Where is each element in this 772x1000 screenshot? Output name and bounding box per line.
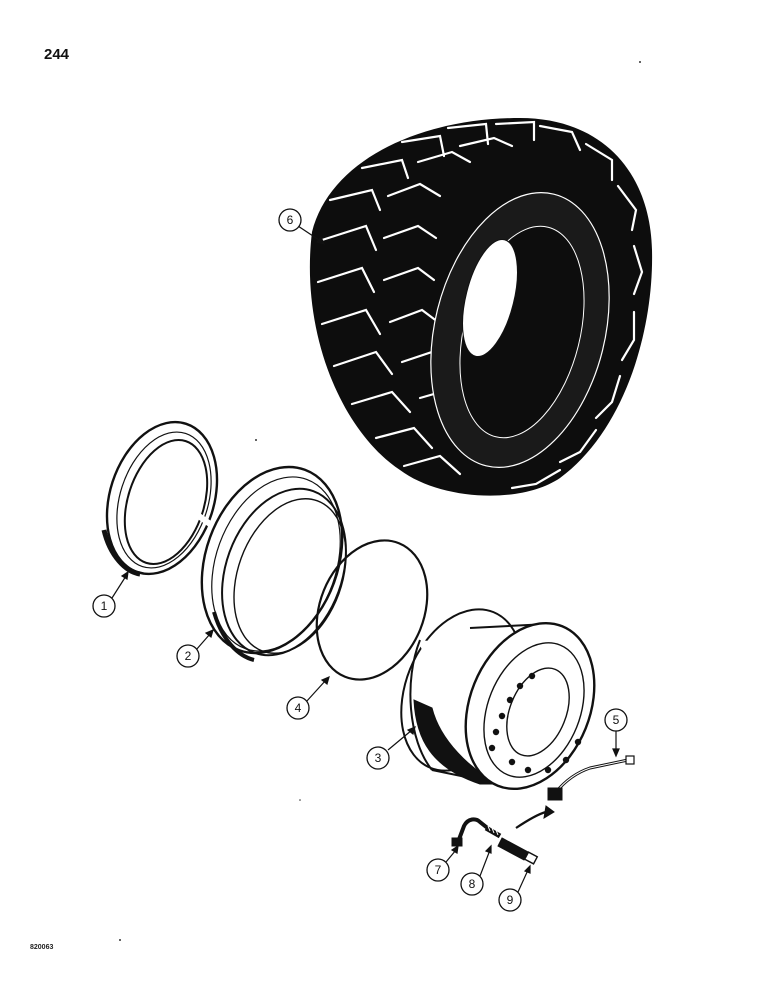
callout-label: 5 <box>613 713 620 727</box>
side-ring-illustration <box>200 465 347 662</box>
callout-2: 2 <box>176 644 200 668</box>
callout-5: 5 <box>604 708 628 732</box>
callout-label: 1 <box>101 599 108 613</box>
callout-9: 9 <box>498 888 522 912</box>
callout-3: 3 <box>366 746 390 770</box>
callout-label: 2 <box>185 649 192 663</box>
figure-code: 820063 <box>30 944 54 951</box>
callout-label: 3 <box>375 751 382 765</box>
o-ring-illustration <box>315 539 429 681</box>
valve-extension-illustration <box>547 755 635 801</box>
callout-label: 9 <box>507 893 514 907</box>
callout-4: 4 <box>286 696 310 720</box>
leader-lines <box>111 225 620 893</box>
tire-illustration <box>309 118 653 496</box>
callout-8: 8 <box>460 872 484 896</box>
callout-label: 4 <box>295 701 302 715</box>
callout-label: 7 <box>435 863 442 877</box>
callout-7: 7 <box>426 858 450 882</box>
callout-1: 1 <box>92 594 116 618</box>
page-number: 244 <box>44 46 70 63</box>
lock-ring-illustration <box>101 420 219 577</box>
wheel-rim-illustration <box>400 608 596 791</box>
scan-specks <box>119 61 641 941</box>
callout-label: 6 <box>287 213 294 227</box>
valve-assembly-illustration <box>451 805 555 865</box>
callout-label: 8 <box>469 877 476 891</box>
callout-6: 6 <box>278 208 302 232</box>
